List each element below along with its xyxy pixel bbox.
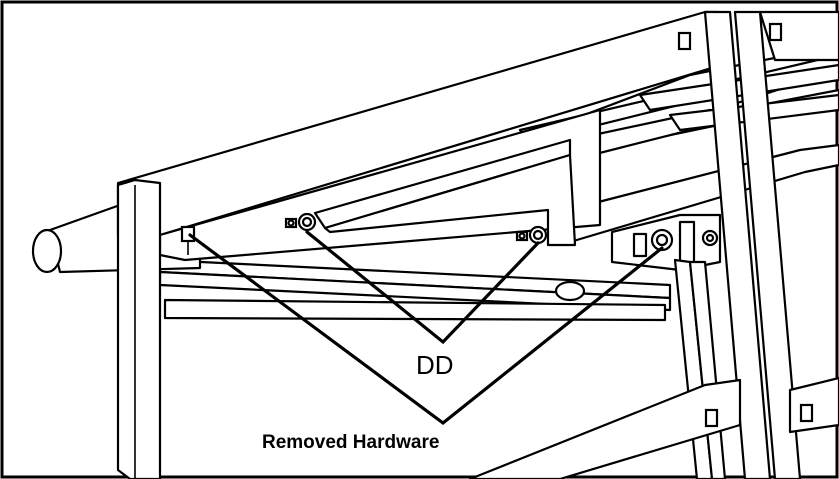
crossbar-slats [313,138,577,247]
bracket-hardware [610,213,722,272]
label-dd: DD [416,350,454,380]
leader-lines-dd [305,230,540,345]
bolt-dd-left [284,212,317,232]
leader-lines-removed-hardware [188,233,664,426]
label-removed-hardware: Removed Hardware [262,432,440,453]
left-leg [116,178,162,479]
lower-shelf-rail [468,376,839,479]
lower-frame [59,249,672,322]
